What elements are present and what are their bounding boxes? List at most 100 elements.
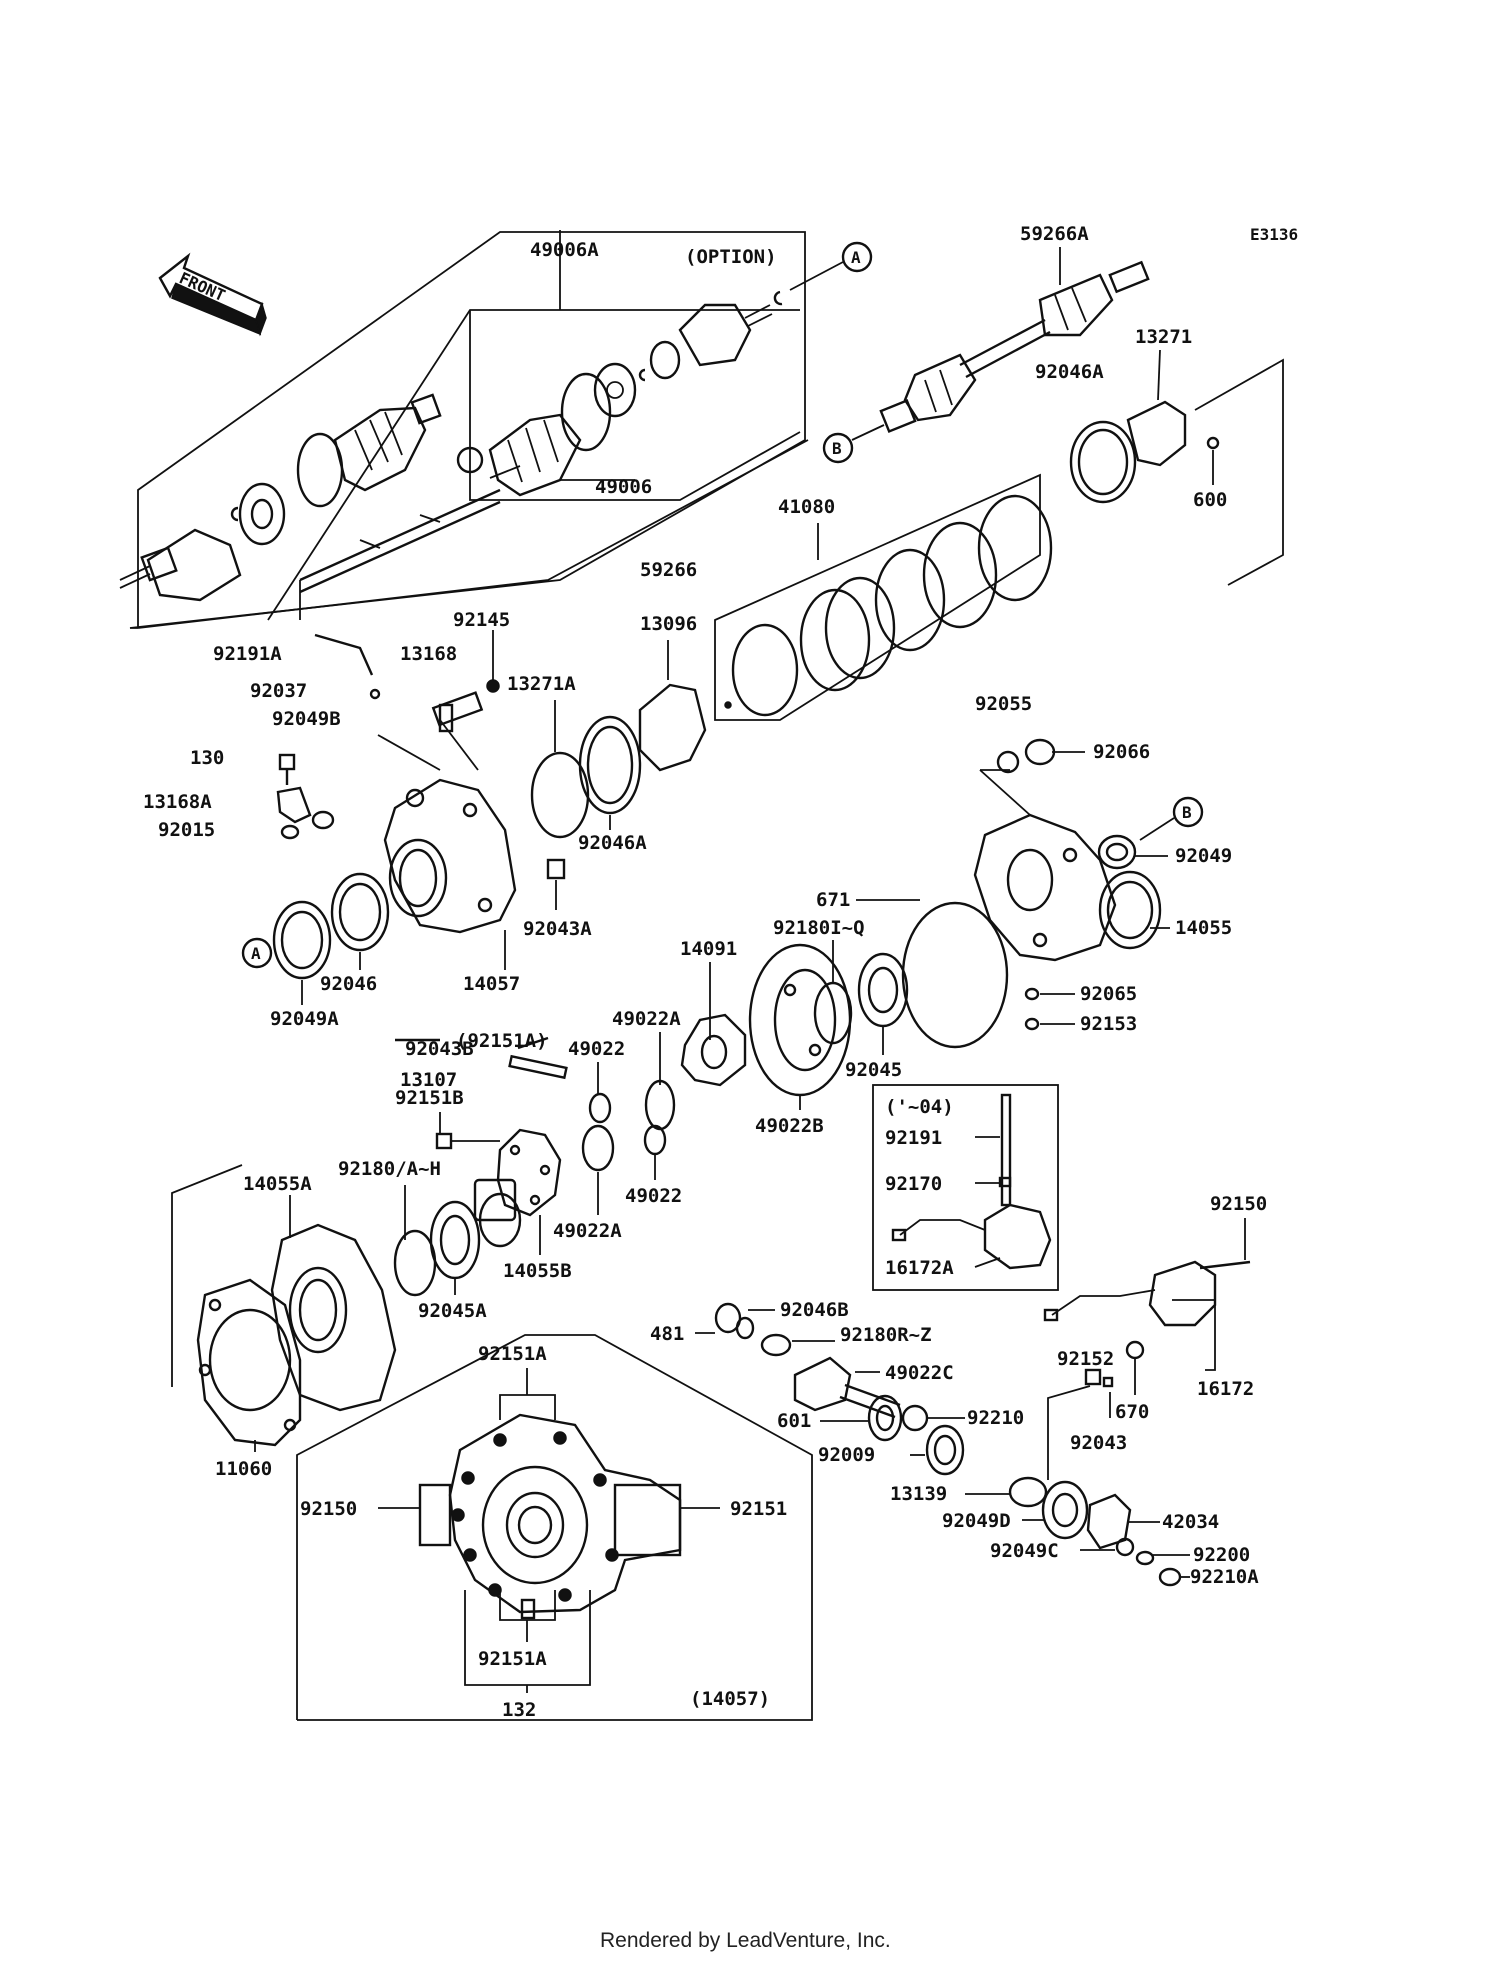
part-92046A-top-ring bbox=[1069, 420, 1137, 504]
part-16172 bbox=[1148, 1260, 1217, 1327]
part-92150-bolt bbox=[1199, 1260, 1251, 1270]
part-49022-a bbox=[588, 1092, 612, 1124]
part-92049 bbox=[1097, 834, 1137, 870]
label-92045A: 92045A bbox=[418, 1300, 487, 1322]
label-49022-b: 49022 bbox=[625, 1185, 682, 1207]
label-92151B: 92151B bbox=[395, 1087, 464, 1109]
housing-14057-detail-box: 92151A 92150 92151 92151A 132 (14057) bbox=[296, 1334, 813, 1721]
part-92015 bbox=[280, 824, 300, 840]
label-14057-paren: (14057) bbox=[690, 1688, 770, 1710]
label-92180IQ: 92180I~Q bbox=[773, 917, 865, 939]
label-92191: 92191 bbox=[885, 1127, 942, 1149]
part-92049A bbox=[272, 900, 332, 980]
label-16172: 16172 bbox=[1197, 1378, 1254, 1400]
label-92046B: 92046B bbox=[780, 1299, 849, 1321]
label-92037: 92037 bbox=[250, 680, 307, 702]
svg-text:A: A bbox=[851, 248, 861, 267]
part-92049C bbox=[1115, 1537, 1135, 1557]
label-92151-box: 92151 bbox=[730, 1498, 787, 1520]
part-92009 bbox=[925, 1424, 965, 1476]
label-13096: 13096 bbox=[640, 613, 697, 635]
callout-b-right: B bbox=[1139, 796, 1204, 841]
label-49022B: 49022B bbox=[755, 1115, 824, 1137]
label-92045: 92045 bbox=[845, 1059, 902, 1081]
callout-b-top: B bbox=[822, 432, 854, 464]
label-92049B: 92049B bbox=[272, 708, 341, 730]
part-92045 bbox=[857, 952, 909, 1028]
label-13168: 13168 bbox=[400, 643, 457, 665]
clutch-pack bbox=[714, 473, 1053, 721]
part-92180AH bbox=[393, 1229, 437, 1297]
part-130-bolt bbox=[278, 753, 296, 785]
label-13107: 13107 bbox=[400, 1069, 457, 1091]
label-92046: 92046 bbox=[320, 973, 377, 995]
label-92049C: 92049C bbox=[990, 1540, 1059, 1562]
label-13271A: 13271A bbox=[507, 673, 576, 695]
part-13096 bbox=[638, 683, 707, 772]
part-92045A bbox=[429, 1200, 481, 1280]
part-13168 bbox=[431, 630, 500, 733]
label-92043B: 92043B bbox=[405, 1038, 474, 1060]
label-92200: 92200 bbox=[1193, 1544, 1250, 1566]
label-92009: 92009 bbox=[818, 1444, 875, 1466]
part-92200 bbox=[1135, 1550, 1155, 1566]
label-92049A: 92049A bbox=[270, 1008, 339, 1030]
label-14091: 14091 bbox=[680, 938, 737, 960]
label-670: 670 bbox=[1115, 1401, 1149, 1423]
label-13168A: 13168A bbox=[143, 791, 212, 813]
part-13139 bbox=[1008, 1476, 1048, 1508]
label-option: (OPTION) bbox=[685, 246, 777, 268]
part-92180RZ bbox=[760, 1333, 792, 1357]
label-92180AH: 92180/A~H bbox=[338, 1158, 441, 1180]
part-92046 bbox=[330, 872, 390, 952]
callout-a-left: A bbox=[241, 937, 273, 969]
part-92046A-mid bbox=[578, 715, 642, 815]
part-13107-pin bbox=[508, 1054, 568, 1080]
label-92170: 92170 bbox=[885, 1173, 942, 1195]
part-670 bbox=[1125, 1340, 1145, 1360]
svg-text:B: B bbox=[832, 439, 842, 458]
label-92066: 92066 bbox=[1093, 741, 1150, 763]
part-92152 bbox=[1084, 1368, 1102, 1386]
label-04: ('~04) bbox=[885, 1096, 954, 1118]
part-14055B-hub bbox=[473, 1128, 562, 1248]
label-92046A-mid: 92046A bbox=[578, 832, 647, 854]
rear-axle-shaft bbox=[851, 260, 1150, 441]
part-92151B-bolt bbox=[435, 1132, 453, 1150]
label-92151A-box2: 92151A bbox=[478, 1648, 547, 1670]
label-92152: 92152 bbox=[1057, 1348, 1114, 1370]
part-92043A bbox=[546, 858, 566, 880]
part-49022-b bbox=[643, 1124, 667, 1156]
label-92065: 92065 bbox=[1080, 983, 1137, 1005]
part-92065 bbox=[1024, 987, 1040, 1001]
part-14057-housing bbox=[377, 719, 517, 934]
label-49006A: 49006A bbox=[530, 239, 599, 261]
callout-a-top: A bbox=[789, 241, 873, 291]
label-49022C: 49022C bbox=[885, 1362, 954, 1384]
label-671: 671 bbox=[816, 889, 850, 911]
part-14091-carrier bbox=[680, 1013, 747, 1087]
part-92055 bbox=[996, 750, 1020, 774]
label-13139: 13139 bbox=[890, 1483, 947, 1505]
part-11060-gasket bbox=[196, 1278, 302, 1447]
part-92049D bbox=[1041, 1480, 1089, 1540]
label-92055: 92055 bbox=[975, 693, 1032, 715]
label-59266: 59266 bbox=[640, 559, 697, 581]
label-92049D: 92049D bbox=[942, 1510, 1011, 1532]
label-92180RZ: 92180R~Z bbox=[840, 1324, 932, 1346]
label-42034: 42034 bbox=[1162, 1511, 1219, 1533]
label-92150-box: 92150 bbox=[300, 1498, 357, 1520]
part-92046B bbox=[735, 1316, 755, 1340]
part-92210 bbox=[901, 1404, 929, 1432]
label-601: 601 bbox=[777, 1410, 811, 1432]
part-92191 bbox=[1000, 1093, 1012, 1207]
label-92151A-box: 92151A bbox=[478, 1343, 547, 1365]
label-130: 130 bbox=[190, 747, 224, 769]
part-671-oring bbox=[901, 901, 1009, 1049]
label-92153: 92153 bbox=[1080, 1013, 1137, 1035]
part-481 bbox=[714, 1302, 742, 1334]
svg-text:A: A bbox=[251, 944, 261, 963]
label-13271: 13271 bbox=[1135, 326, 1192, 348]
part-13271 bbox=[1126, 400, 1187, 467]
